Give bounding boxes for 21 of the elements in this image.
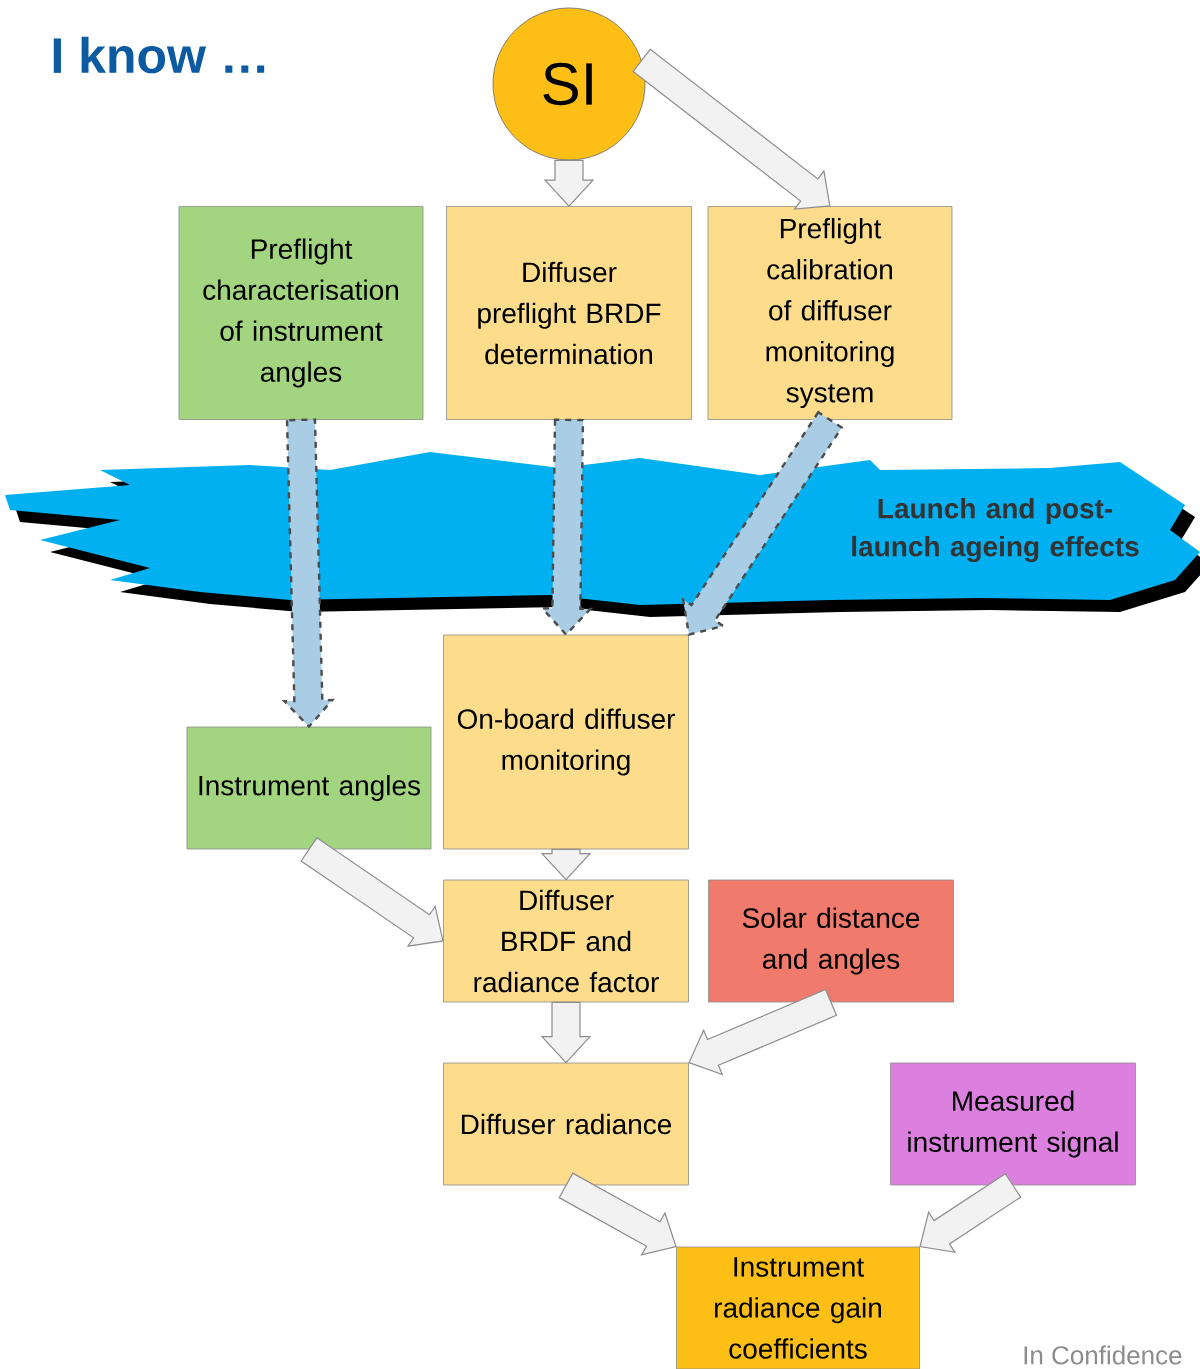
process-box: Diffuser radiance [443, 1062, 689, 1186]
block-arrow [281, 418, 335, 729]
process-box: Diffuser BRDF and radiance factor [443, 879, 689, 1003]
process-box: Instrument angles [186, 726, 432, 850]
block-arrow [558, 1172, 677, 1256]
jagged-band: Launch and post-launch ageing effects [5, 452, 1200, 617]
block-arrow [543, 159, 595, 207]
process-box: Solar distance and angles [708, 879, 954, 1003]
process-box: Preflight characterisation of instrument angles [178, 206, 424, 420]
process-box: Measured instrument signal [890, 1062, 1136, 1186]
block-arrow [300, 837, 444, 947]
process-box: Diffuser preflight BRDF determination [446, 206, 692, 420]
block-arrow [540, 848, 592, 881]
process-box: Preflight calibration of diffuser monitoring system [707, 206, 953, 420]
block-arrow [688, 988, 838, 1076]
process-box: On-board diffuser monitoring [443, 634, 689, 850]
footer-text: In Confidence [1024, 1345, 1182, 1365]
process-box: Instrument radiance gain coefficients [676, 1246, 920, 1369]
block-arrow [540, 1001, 592, 1064]
title: I know … [53, 36, 265, 74]
block-arrow [632, 48, 831, 210]
